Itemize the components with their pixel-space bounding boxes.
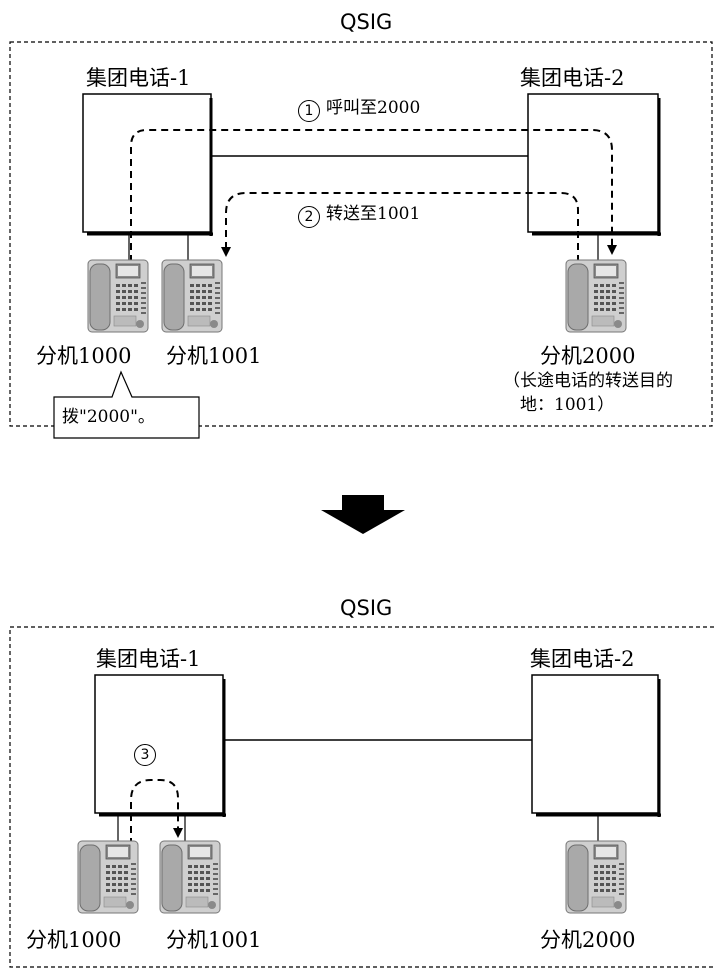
step2-circle: 2 bbox=[298, 206, 320, 228]
top-ext1000-label: 分机1000 bbox=[36, 344, 131, 368]
top-pbx1-box bbox=[83, 94, 211, 232]
bottom-scenario bbox=[10, 627, 715, 967]
bottom-phone-1000 bbox=[78, 841, 138, 913]
top-phone-1000 bbox=[88, 260, 148, 332]
step3-circle: 3 bbox=[134, 744, 156, 766]
bottom-qsig-label: QSIG bbox=[340, 596, 392, 620]
bottom-pbx2-label: 集团电话-2 bbox=[530, 647, 634, 671]
bottom-ext2000-label: 分机2000 bbox=[540, 928, 635, 952]
top-ext2000-note-line1: （长途电话的转送目的 bbox=[503, 368, 673, 394]
step2-text: 转送至1001 bbox=[326, 204, 420, 224]
top-ext2000-label: 分机2000 bbox=[540, 344, 635, 368]
bottom-ext1001-label: 分机1001 bbox=[166, 928, 261, 952]
top-pbx2-label: 集团电话-2 bbox=[520, 66, 624, 90]
top-qsig-label: QSIG bbox=[340, 10, 392, 34]
down-arrow-icon bbox=[321, 495, 405, 534]
top-ext2000-note-line2: 地：1001） bbox=[520, 392, 614, 418]
top-phone-2000 bbox=[566, 260, 626, 332]
top-phone-1001 bbox=[162, 260, 222, 332]
bottom-ext1000-label: 分机1000 bbox=[26, 928, 121, 952]
step1-text: 呼叫至2000 bbox=[326, 98, 420, 118]
top-step2-label: 2 转送至1001 bbox=[298, 204, 420, 228]
bottom-phone-2000 bbox=[566, 841, 626, 913]
top-pbx1-label: 集团电话-1 bbox=[86, 66, 190, 90]
top-pbx2-box bbox=[528, 94, 658, 232]
top-ext1001-label: 分机1001 bbox=[166, 344, 261, 368]
top-step1-label: 1 呼叫至2000 bbox=[298, 98, 420, 122]
bottom-pbx1-label: 集团电话-1 bbox=[96, 647, 200, 671]
top-callout-text: 拨"2000"。 bbox=[62, 404, 155, 430]
bottom-step3-label: 3 bbox=[134, 742, 162, 766]
bottom-phone-1001 bbox=[160, 841, 220, 913]
bottom-pbx2-box bbox=[532, 675, 658, 813]
step1-circle: 1 bbox=[298, 100, 320, 122]
